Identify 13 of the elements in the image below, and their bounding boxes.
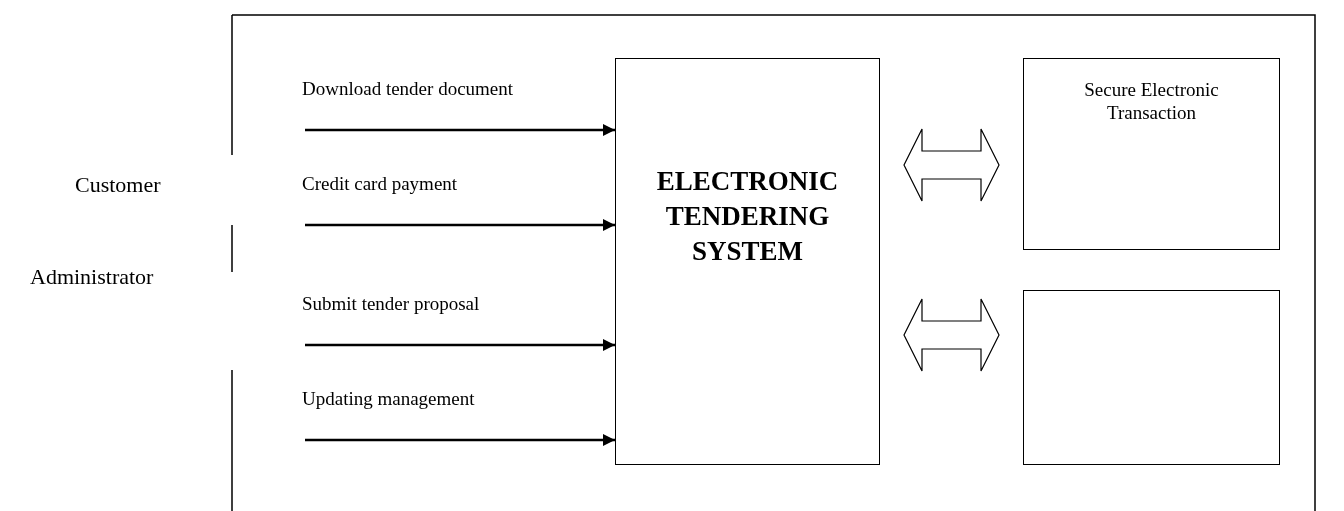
actor-label: Administrator [30,264,154,290]
double-arrow [903,128,1000,202]
double-arrow [903,298,1000,372]
system-title: ELECTRONIC TENDERING SYSTEM [655,165,840,269]
arrow [305,339,615,351]
component-box [1023,58,1280,250]
box-text: Secure Electronic Transaction [1083,79,1220,125]
actor-label: Customer [75,172,161,198]
system-box [615,58,880,465]
arrow [305,434,615,446]
component-box [1023,290,1280,465]
arrow [305,124,615,136]
arrow [305,219,615,231]
